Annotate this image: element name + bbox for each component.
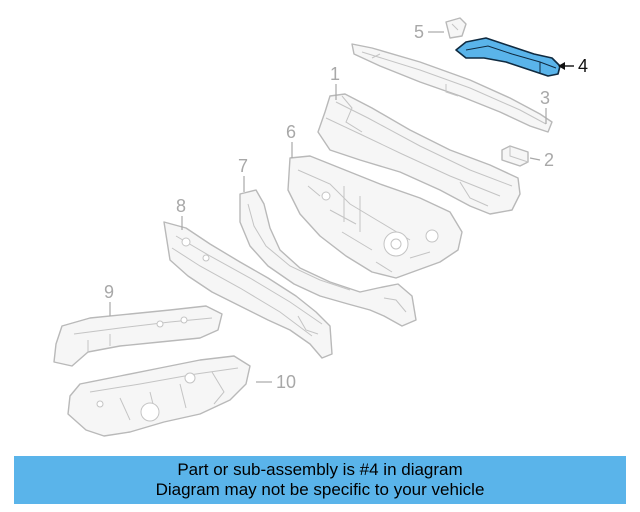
banner-line-1: Part or sub-assembly is #4 in diagram	[177, 460, 463, 479]
callout-7: 7	[238, 156, 248, 192]
svg-text:4: 4	[578, 56, 588, 76]
svg-text:9: 9	[104, 282, 114, 302]
callout-5: 5	[414, 22, 444, 42]
callout-8: 8	[176, 196, 186, 230]
part-7-insulator[interactable]	[239, 189, 417, 327]
callout-10: 10	[256, 372, 296, 392]
svg-text:8: 8	[176, 196, 186, 216]
svg-text:6: 6	[286, 122, 296, 142]
svg-text:3: 3	[540, 88, 550, 108]
part-6-dash-panel[interactable]	[287, 155, 463, 279]
part-1-cowl-panel[interactable]	[317, 93, 521, 215]
svg-text:10: 10	[276, 372, 296, 392]
svg-text:5: 5	[414, 22, 424, 42]
callout-6: 6	[286, 122, 296, 158]
part-3-cowl-strip[interactable]	[351, 43, 553, 133]
banner-line-2: Diagram may not be specific to your vehi…	[155, 480, 485, 499]
part-8-reinforcement[interactable]	[163, 221, 333, 359]
svg-text:2: 2	[544, 150, 554, 170]
part-5-clip[interactable]	[445, 17, 467, 39]
part-10-lower-panel[interactable]	[67, 355, 251, 437]
callout-9: 9	[104, 282, 114, 316]
arrowhead-icon	[558, 62, 565, 70]
callout-3: 3	[540, 88, 550, 124]
svg-text:7: 7	[238, 156, 248, 176]
part-2-block[interactable]	[501, 145, 529, 167]
part-4-highlighted[interactable]	[455, 37, 561, 77]
svg-text:1: 1	[330, 64, 340, 84]
part-9-bracket[interactable]	[53, 305, 223, 367]
callout-2: 2	[529, 150, 554, 170]
callout-4: 4	[558, 56, 588, 76]
callout-1: 1	[330, 64, 340, 100]
info-banner: Part or sub-assembly is #4 in diagram Di…	[14, 456, 626, 504]
parts-diagram: 1 2 3 4 5 6 7 8 9 10	[53, 17, 588, 437]
